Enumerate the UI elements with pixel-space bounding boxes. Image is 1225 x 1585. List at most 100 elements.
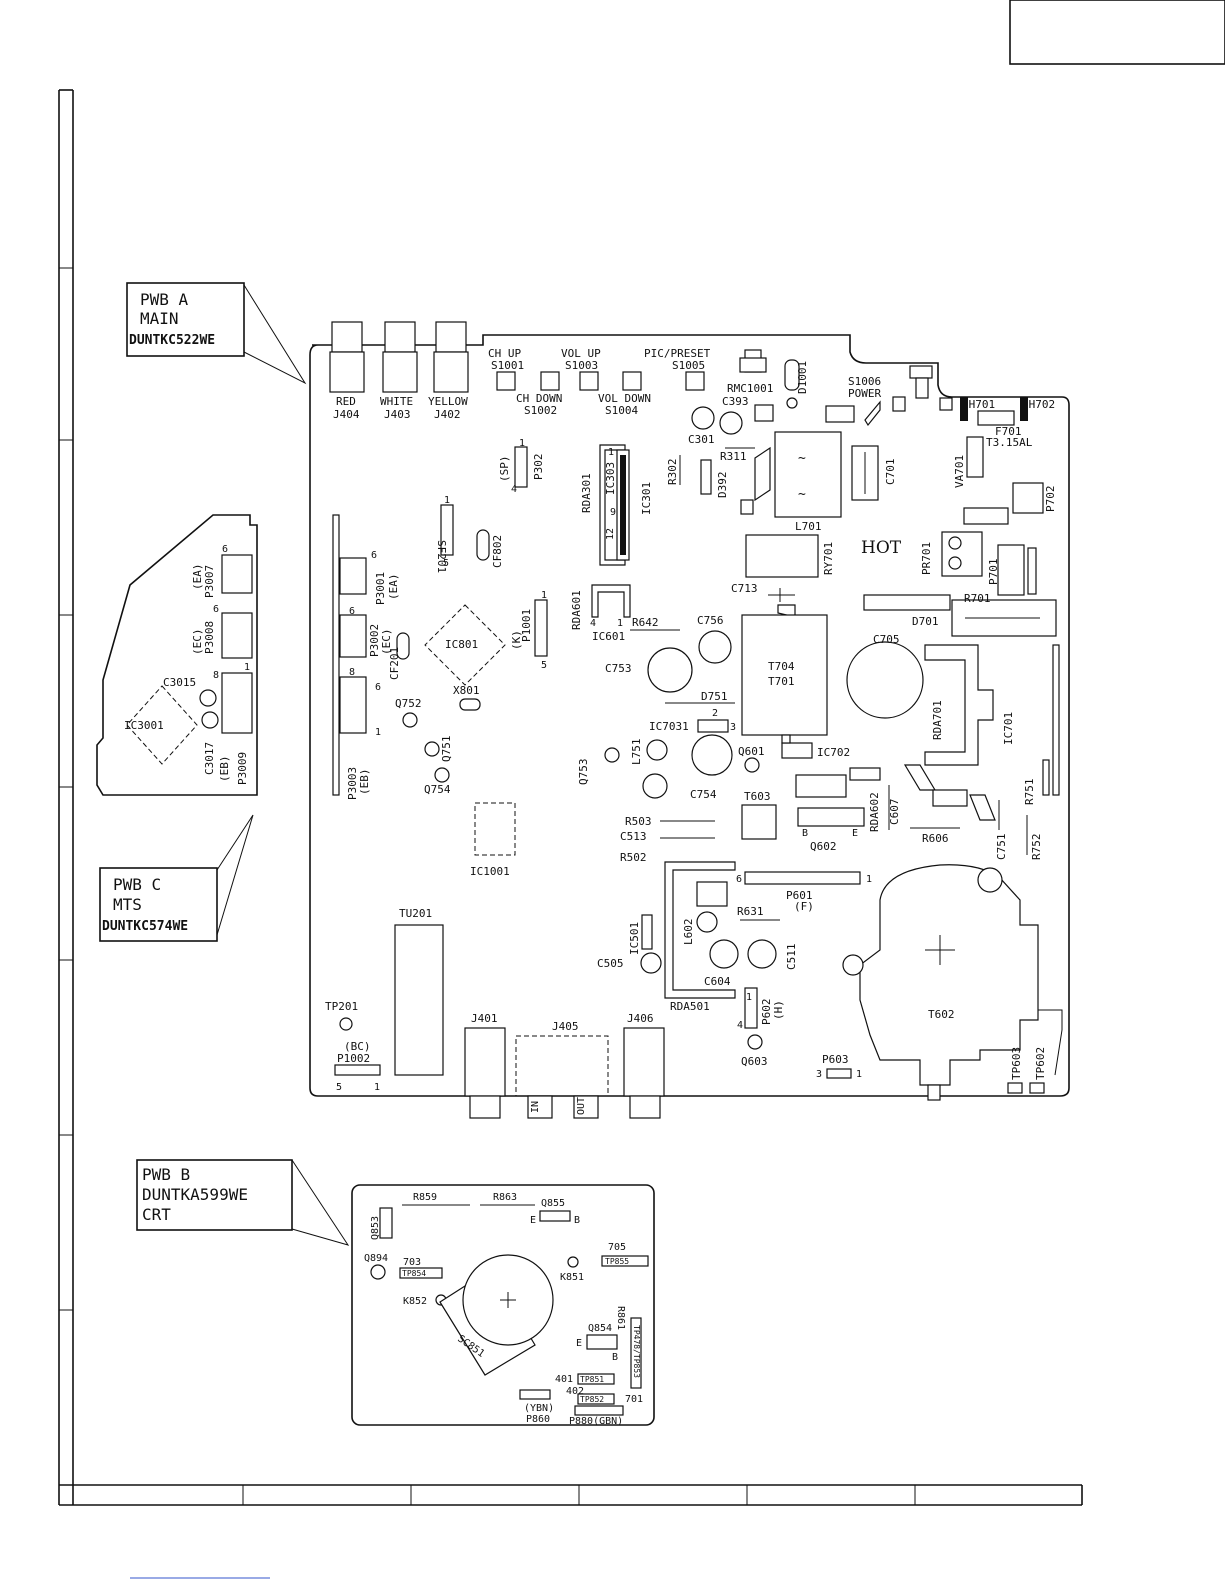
s1001-label: S1001 [491,359,524,372]
c705-label: C705 [873,633,900,646]
p1002-label: P1002 [337,1052,370,1065]
p3009-pin1: 1 [244,662,250,673]
ch-up-label: CH UP [488,347,521,360]
pwb-c-callout: PWB C MTS DUNTKC574WE [99,814,254,942]
p3008-label: P3008 [203,621,216,654]
p1002-name-label: (BC) [344,1040,371,1053]
remote-led-power-area: RMC1001 D1001 S1006 POWER [727,349,953,427]
sf201-pin1: 1 [444,495,450,506]
ic301-pin9: 9 [610,507,616,518]
f701-label: F701 [995,425,1022,438]
p602-pin1: 1 [746,992,752,1003]
ic601-area: RDA601 IC601 4 1 R642 [570,584,680,643]
j406-label: J406 [627,1012,654,1025]
c607-label: C607 [888,799,901,826]
j403-color-label: WHITE [380,395,413,408]
p602-label: P602 [760,999,773,1026]
p3003-pin6: 6 [375,682,381,693]
q854-b-pin: B [612,1352,618,1363]
p1001-pin1: 1 [541,590,547,601]
t705-label: 705 [608,1242,626,1253]
p1001-name-label: (K) [510,630,523,650]
c751-label: C751 [995,834,1008,861]
p3002-pin6: 6 [349,606,355,617]
ic702-label: IC702 [817,746,850,759]
k851-label: K851 [560,1272,584,1283]
p1001-label: P1001 [520,609,533,642]
pic-preset-label: PIC/PRESET [644,347,711,360]
p601-connector: 6 1 P601 (F) [736,871,872,913]
pwb-b-part-number: DUNTKA599WE [142,1185,248,1204]
ic301-area: RDA301 IC303 IC301 1 9 12 [580,444,653,566]
pwb-c-subtitle: MTS [113,895,142,914]
tp854-label: TP854 [402,1269,426,1278]
pwb-b-title: PWB B [142,1165,190,1184]
j401-label: J401 [471,1012,498,1025]
c511-label: C511 [785,944,798,971]
c513-label: C513 [620,830,647,843]
ry701-label: RY701 [822,542,835,575]
l701-relay-area: ~ ~ L701 C701 RY701 HOT PR701 P701 [740,404,1037,596]
ic601-pin4: 4 [590,618,596,629]
c3015-label: C3015 [163,676,196,689]
rmc1001-label: RMC1001 [727,382,773,395]
svg-text:~: ~ [798,487,806,502]
pwb-b-callout: PWB B DUNTKA599WE CRT [136,1159,350,1246]
q601-label: Q601 [738,745,765,758]
ic601-label: IC601 [592,630,625,643]
j402-label: J402 [434,408,461,421]
power-supply-area: C713 D701 R701 C756 C753 T704 T701 C705 … [605,582,1060,796]
r863-label: R863 [493,1192,517,1203]
p1001-pin5: 5 [541,660,547,671]
ch-down-label: CH DOWN [516,392,562,405]
r502-label: R502 [620,851,647,864]
pwb-a-callout: PWB A MAIN DUNTKC522WE [126,282,307,385]
j405-label: J405 [552,1020,579,1033]
q602-t603-area: T603 Q602 B E RDA602 C607 R606 C751 R751… [741,759,1050,861]
r606-label: R606 [922,832,949,845]
q854-label: Q854 [588,1323,612,1334]
tuner-and-bottom-jacks: TU201 TP201 (BC) P1002 5 1 J401 J405 IN … [325,907,862,1119]
t701-label: T701 [768,675,795,688]
f701-rating-label: T3.15AL [986,436,1033,449]
p3003-name-label: (EB) [358,769,371,796]
tu201-label: TU201 [399,907,432,920]
c701-label: C701 [884,459,897,486]
ic301-pin12: 12 [605,528,616,540]
svg-text:~: ~ [798,451,806,466]
j403-label: J403 [384,408,411,421]
sf201-cf802-area: SF201 1 5 CF802 6 P3001 (EA) 6 P3002 (EC… [332,495,548,796]
q751-label: Q751 [440,736,453,763]
c393-label: C393 [722,395,749,408]
rda701-label: RDA701 [931,700,944,740]
x801-q75x-area: X801 Q752 Q751 Q754 8 6 1 P3003 (EB) [339,667,481,800]
p860-label: P860 [526,1414,550,1425]
r642-label: R642 [632,616,659,629]
p702-label: P702 [1044,486,1057,513]
l602-label: L602 [682,919,695,946]
r311-label: R311 [720,450,747,463]
va701-label: VA701 [953,455,966,488]
sf201-pin5: 5 [443,558,449,569]
p601-name-label: (F) [794,900,814,913]
c3017-label: C3017 [203,742,216,775]
tp602-label: TP602 [1034,1047,1047,1080]
q603-label: Q603 [741,1055,768,1068]
s1004-label: S1004 [605,404,638,417]
c301-label: C301 [688,433,715,446]
cf201-label: CF201 [388,647,401,680]
p603-pin1: 1 [856,1069,862,1080]
p601-label: P601 [786,889,813,902]
ic7031-label: IC7031 [649,720,689,733]
q855-b-pin: B [574,1215,580,1226]
d1001-label: D1001 [796,361,809,394]
q855-label: Q855 [541,1198,565,1209]
pwb-a-part-number: DUNTKC522WE [129,333,215,348]
r631-label: R631 [737,905,764,918]
p3003-pin8: 8 [349,667,355,678]
pwb-b-subtitle: CRT [142,1205,171,1224]
cf802-label: CF802 [491,535,504,568]
q855-e-pin: E [530,1215,536,1226]
p602-name-label: (H) [772,1000,785,1020]
